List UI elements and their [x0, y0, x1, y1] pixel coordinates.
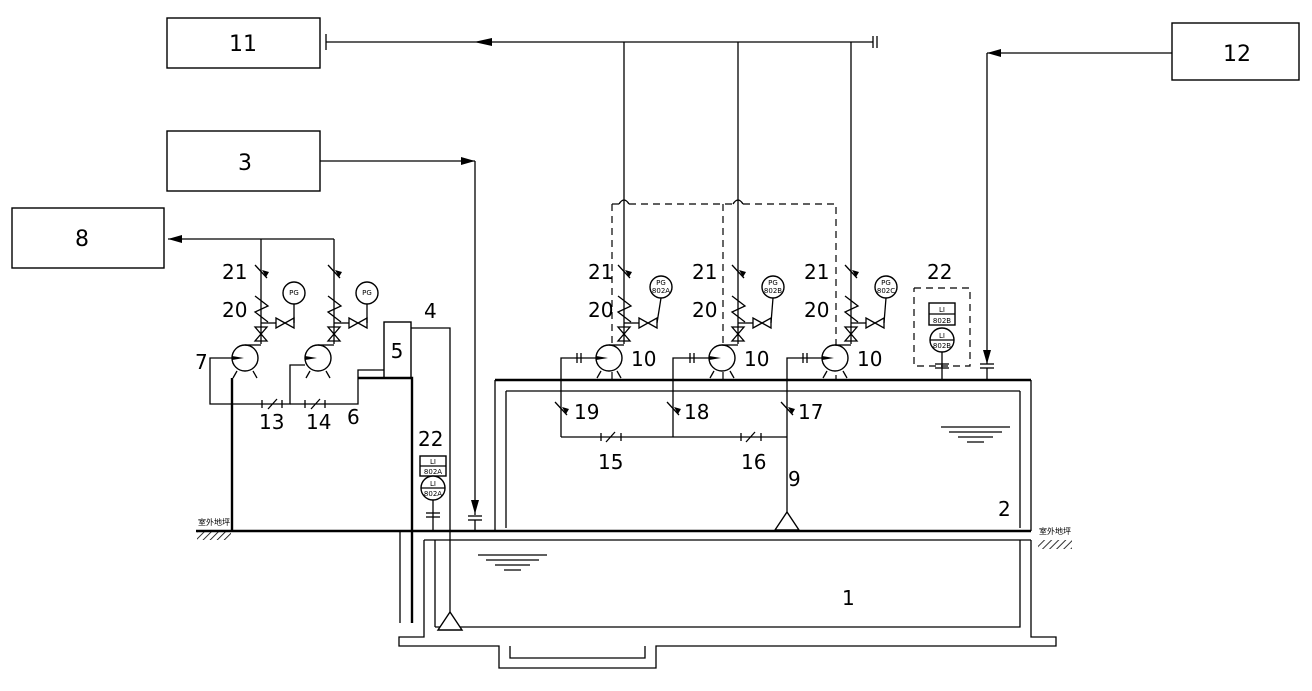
- foot-valve-4: [436, 610, 464, 631]
- li-left-top-num: 802A: [424, 468, 442, 476]
- water-level-tank-1: [478, 554, 547, 571]
- label-20-a: 20: [588, 298, 613, 322]
- label-16: 16: [741, 450, 766, 474]
- line-4: [411, 327, 464, 631]
- arrow-to-8: [168, 235, 182, 243]
- box-5-label: 5: [391, 339, 404, 363]
- label-15: 15: [598, 450, 623, 474]
- label-20-c: 20: [804, 298, 829, 322]
- unit-box-11: 11: [166, 17, 321, 69]
- li-right-bot-tag: LI: [939, 332, 945, 340]
- box-11-label: 11: [229, 32, 257, 57]
- li-right-top-num: 802B: [933, 317, 951, 325]
- gauge-left-1-text: PG: [289, 289, 299, 297]
- li-left-top-tag: LI: [430, 458, 436, 466]
- gauge-a-tag: PG: [656, 279, 666, 287]
- label-13: 13: [259, 410, 284, 434]
- outdoor-ground-right-text: 室外地坪: [1039, 526, 1071, 536]
- label-7: 7: [195, 350, 208, 374]
- label-9: 9: [788, 467, 801, 491]
- level-instrument-22-right: LI 802B LI 802B: [913, 287, 971, 380]
- right-pump-group: PG 802A PG 802B PG 802C: [554, 42, 898, 531]
- label-10-a: 10: [631, 347, 656, 371]
- water-level-tank-2: [941, 426, 1010, 443]
- level-instrument-22-left: LI 802A LI 802A: [419, 455, 447, 531]
- label-20-left: 20: [222, 298, 247, 322]
- callout-labels: 21 20 7 13 14 6 4 22 21 20 21 20 21 20 1…: [195, 260, 952, 491]
- label-18: 18: [684, 400, 709, 424]
- arrow-to-11: [474, 38, 492, 46]
- foot-valve-9: [773, 510, 801, 531]
- left-pump-group: PG PG: [168, 235, 414, 623]
- box-12-label: 12: [1223, 42, 1251, 67]
- unit-box-8: 8: [11, 207, 165, 269]
- label-21-b: 21: [692, 260, 717, 284]
- li-left-bot-tag: LI: [430, 480, 436, 488]
- label-10-b: 10: [744, 347, 769, 371]
- unit-box-3: 3: [166, 130, 321, 192]
- gauge-left-2-text: PG: [362, 289, 372, 297]
- unit-box-5: 5: [383, 321, 412, 379]
- gauge-b-tag: PG: [768, 279, 778, 287]
- label-14: 14: [306, 410, 331, 434]
- label-20-b: 20: [692, 298, 717, 322]
- outdoor-ground-left: 室外地坪: [197, 517, 231, 540]
- tank-2-label: 2: [998, 497, 1011, 521]
- label-22-right: 22: [927, 260, 952, 284]
- gauge-c-tag: PG: [881, 279, 891, 287]
- label-21-a: 21: [588, 260, 613, 284]
- label-6: 6: [347, 405, 360, 429]
- label-22-left: 22: [418, 427, 443, 451]
- box-8-label: 8: [75, 227, 89, 252]
- label-19: 19: [574, 400, 599, 424]
- li-left-bot-num: 802A: [424, 490, 442, 498]
- outdoor-ground-right: 室外地坪: [1038, 526, 1072, 549]
- li-right-bot-num: 802B: [933, 342, 951, 350]
- label-21-left: 21: [222, 260, 247, 284]
- tank-1-label: 1: [842, 586, 855, 610]
- gauge-a-num: 802A: [652, 287, 670, 295]
- label-10-c: 10: [857, 347, 882, 371]
- ground-level-line: [196, 529, 1031, 541]
- label-21-c: 21: [804, 260, 829, 284]
- tank-1: 1: [398, 540, 1057, 669]
- label-17: 17: [798, 400, 823, 424]
- header-to-11: [325, 34, 878, 50]
- label-4: 4: [424, 299, 437, 323]
- outdoor-ground-left-text: 室外地坪: [198, 517, 230, 527]
- gauge-b-num: 802B: [764, 287, 782, 295]
- line-from-12: [980, 49, 1172, 381]
- unit-box-12: 12: [1171, 22, 1300, 81]
- li-right-top-tag: LI: [939, 306, 945, 314]
- box-3-label: 3: [238, 151, 252, 176]
- line-from-3: [320, 157, 482, 531]
- gauge-c-num: 802C: [877, 287, 895, 295]
